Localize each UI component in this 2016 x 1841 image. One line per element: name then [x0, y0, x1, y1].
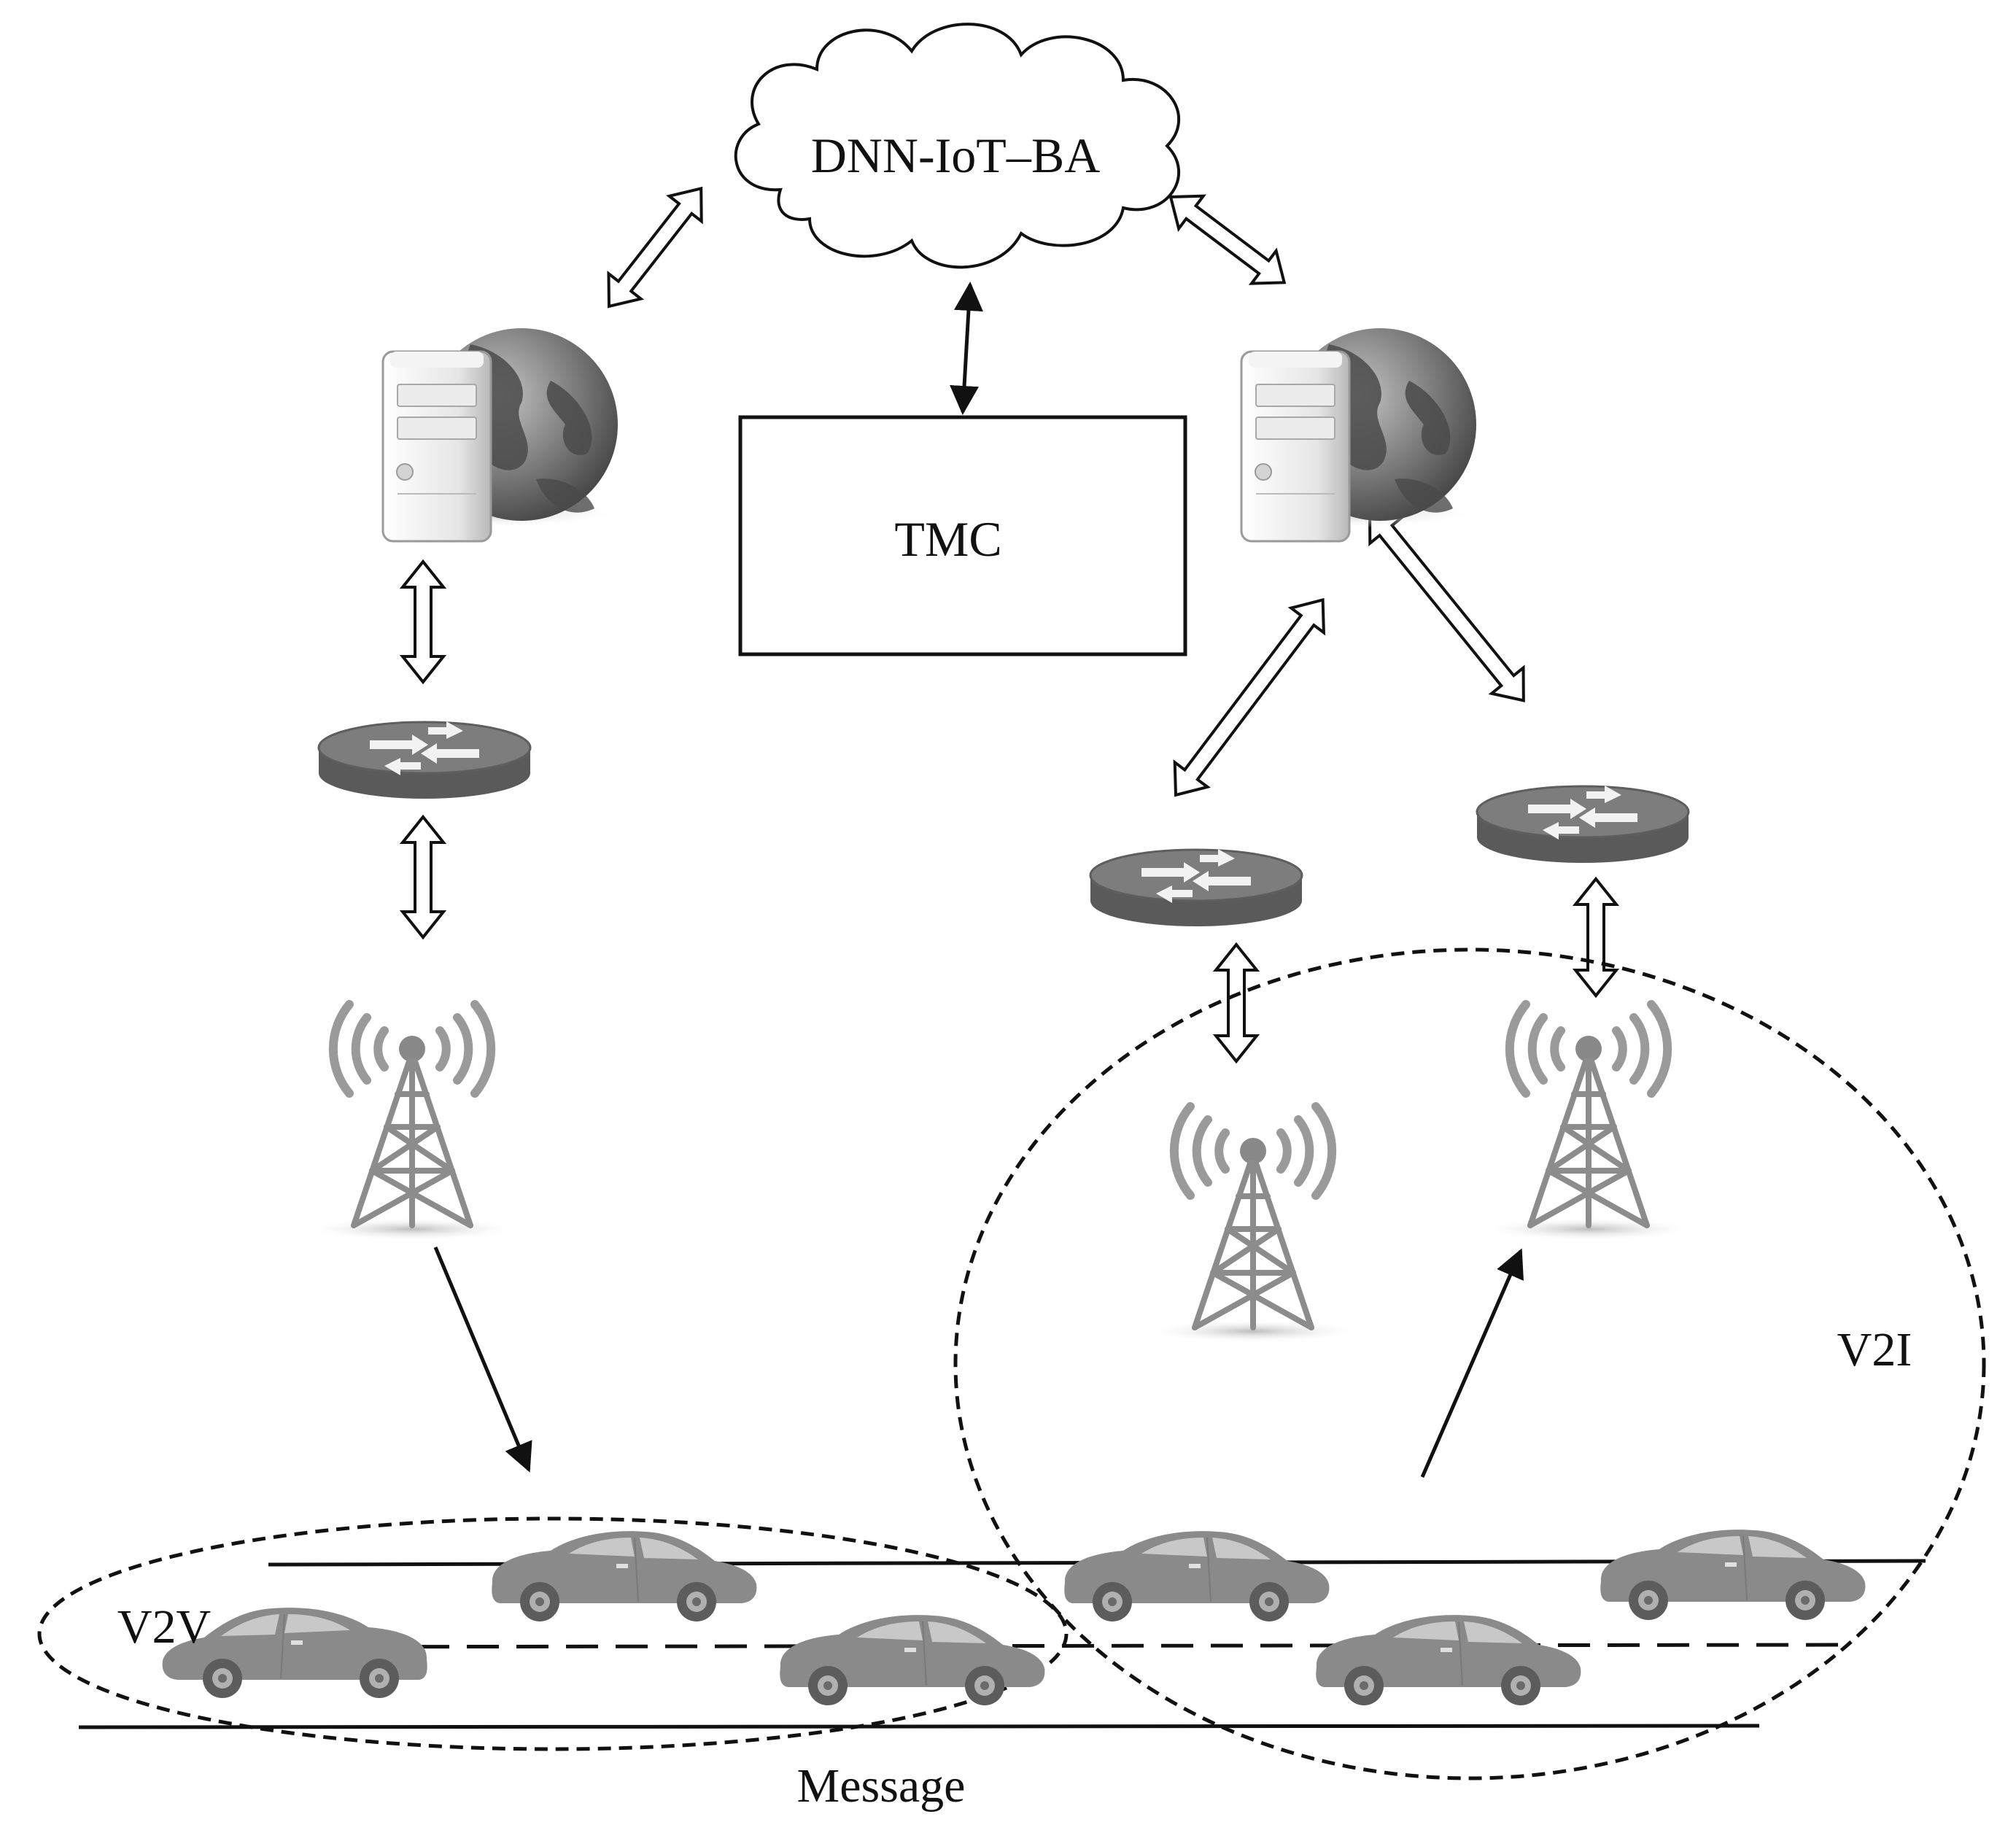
- car-icon: [1063, 1530, 1330, 1622]
- message-label: Message: [797, 1759, 966, 1813]
- router-icon: [317, 720, 532, 800]
- cloud-label: DNN-IoT–BA: [811, 128, 1101, 183]
- car-icon: [779, 1614, 1046, 1706]
- downlink-arrow: [433, 1247, 532, 1473]
- uplink-arrow: [1420, 1248, 1524, 1478]
- antenna-tower-icon: [1144, 1106, 1362, 1343]
- v2v-label: V2V: [117, 1600, 211, 1654]
- server-globe-icon: [1229, 327, 1480, 543]
- server-globe-icon: [371, 327, 621, 543]
- car-icon: [491, 1530, 758, 1622]
- antenna-tower-icon: [303, 1004, 522, 1241]
- car-icon: [1315, 1614, 1582, 1706]
- hollow-arrows: [399, 186, 1620, 1064]
- router-icon: [1476, 784, 1690, 864]
- cloud-icon: [734, 23, 1181, 269]
- car-icon: [1600, 1529, 1866, 1621]
- tmc-box: [738, 415, 1187, 656]
- tmc-label: TMC: [894, 511, 1001, 567]
- v2i-zone: [953, 947, 1986, 1780]
- v2v-zone: [37, 1516, 1069, 1751]
- cloud-tmc-arrow: [950, 282, 983, 415]
- antenna-tower-icon: [1479, 1004, 1698, 1241]
- router-icon: [1089, 848, 1303, 928]
- v2i-label: V2I: [1837, 1323, 1912, 1376]
